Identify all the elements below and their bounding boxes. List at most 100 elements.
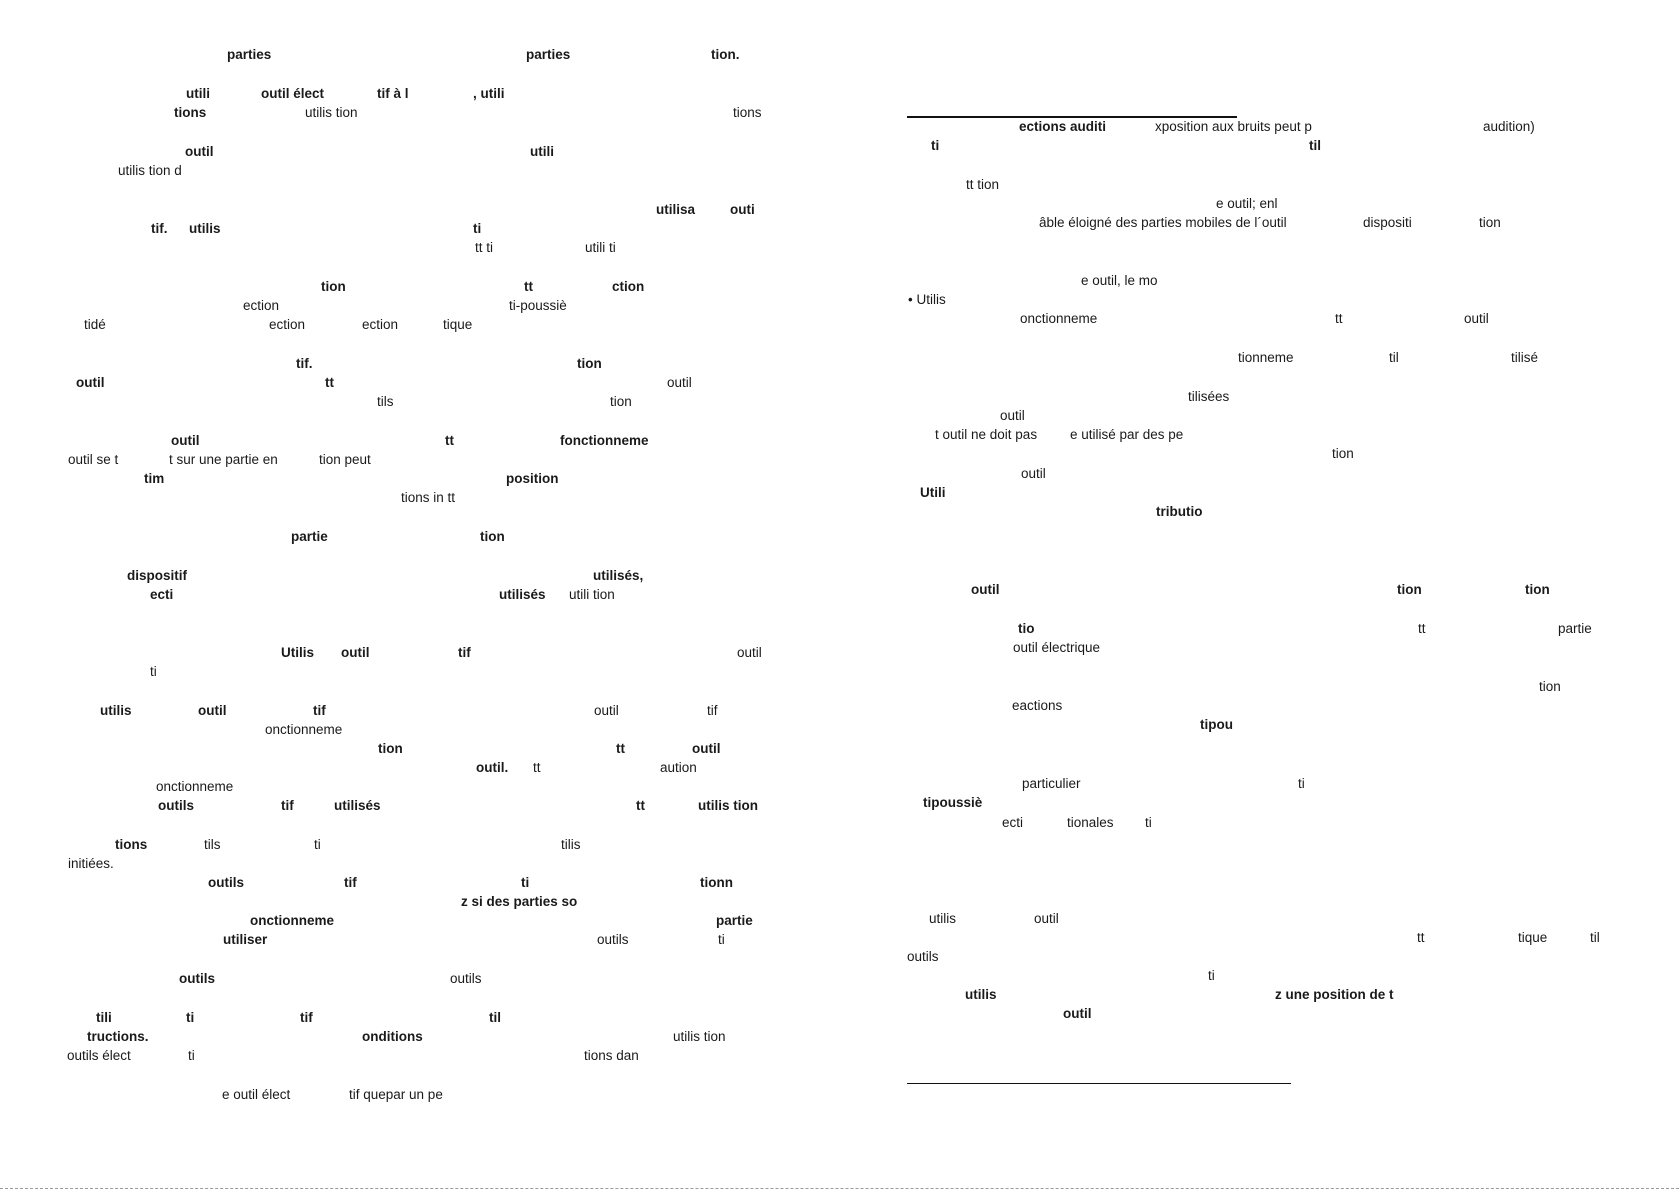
- left-text-fragment: utilisa: [656, 202, 696, 217]
- left-text-fragment: outil.: [476, 760, 509, 775]
- section-rule-top: [907, 116, 1237, 118]
- right-text-fragment: til: [1309, 138, 1321, 153]
- left-text-fragment: tif à l: [377, 86, 409, 101]
- right-text-fragment: tipoussiè: [923, 795, 983, 810]
- right-text-fragment: outil électrique: [1013, 640, 1101, 655]
- left-text-fragment: outil: [185, 144, 214, 159]
- right-text-fragment: tion: [1539, 679, 1561, 694]
- right-text-fragment: e outil; enl: [1216, 196, 1278, 211]
- right-text-fragment: tion: [1525, 582, 1550, 597]
- left-text-fragment: parties: [526, 47, 571, 62]
- right-text-fragment: tio: [1018, 621, 1035, 636]
- left-text-fragment: utilis tion: [698, 798, 758, 813]
- left-text-fragment: tif.: [296, 356, 313, 371]
- left-text-fragment: tions: [115, 837, 148, 852]
- right-text-fragment: ti: [1145, 815, 1152, 830]
- left-text-fragment: tion: [378, 741, 403, 756]
- left-text-fragment: utili: [186, 86, 210, 101]
- page-edge-dotted-line: [0, 1188, 1679, 1189]
- left-text-fragment: outil: [667, 375, 692, 390]
- right-text-fragment: tt: [1418, 621, 1426, 636]
- left-text-fragment: outils: [450, 971, 482, 986]
- left-text-fragment: tt: [616, 741, 625, 756]
- left-text-fragment: ti: [718, 932, 725, 947]
- right-text-fragment: dispositi: [1363, 215, 1412, 230]
- left-text-fragment: ti: [186, 1010, 195, 1025]
- left-text-fragment: utilis: [189, 221, 221, 236]
- left-text-fragment: ti: [521, 875, 530, 890]
- left-text-fragment: tt ti: [475, 240, 494, 255]
- left-text-fragment: tif.: [151, 221, 168, 236]
- right-text-fragment: tion: [1332, 446, 1354, 461]
- left-text-fragment: utilis tion d: [118, 163, 182, 178]
- left-text-fragment: tion peut: [319, 452, 371, 467]
- right-text-fragment: z une position de t: [1275, 987, 1394, 1002]
- right-text-fragment: tributio: [1156, 504, 1203, 519]
- left-text-fragment: onctionneme: [156, 779, 234, 794]
- left-text-fragment: dispositif: [127, 568, 187, 583]
- right-text-fragment: Utili: [920, 485, 946, 500]
- left-text-fragment: initiées.: [68, 856, 114, 871]
- left-text-fragment: tif: [313, 703, 326, 718]
- right-text-fragment: tt tion: [966, 177, 1000, 192]
- right-text-fragment: tipou: [1200, 717, 1233, 732]
- left-text-fragment: tt: [533, 760, 541, 775]
- left-text-fragment: outils: [597, 932, 629, 947]
- left-text-fragment: tionn: [700, 875, 733, 890]
- right-text-fragment: tionales: [1067, 815, 1114, 830]
- right-text-fragment: xposition aux bruits peut p: [1155, 119, 1312, 134]
- right-text-fragment: outil: [1034, 911, 1059, 926]
- left-text-fragment: tions: [733, 105, 762, 120]
- left-text-fragment: tils: [377, 394, 394, 409]
- right-text-fragment: onctionneme: [1020, 311, 1098, 326]
- left-text-fragment: outils: [158, 798, 194, 813]
- left-text-fragment: til: [489, 1010, 501, 1025]
- right-text-fragment: ecti: [1002, 815, 1024, 830]
- left-text-fragment: tif: [300, 1010, 313, 1025]
- left-text-fragment: outils: [208, 875, 244, 890]
- left-text-fragment: t sur une partie en: [169, 452, 278, 467]
- left-text-fragment: partie: [716, 913, 753, 928]
- left-text-fragment: utilis tion: [305, 105, 358, 120]
- right-text-fragment: eactions: [1012, 698, 1063, 713]
- right-text-fragment: • Utilis: [908, 292, 946, 307]
- left-text-fragment: tructions.: [87, 1029, 149, 1044]
- right-text-fragment: outil: [971, 582, 1000, 597]
- left-text-fragment: tions dan: [584, 1048, 639, 1063]
- left-text-fragment: ti-poussiè: [509, 298, 567, 313]
- left-text-fragment: outil: [594, 703, 619, 718]
- left-text-fragment: aution: [660, 760, 697, 775]
- left-text-fragment: tif: [344, 875, 357, 890]
- left-text-fragment: tidé: [84, 317, 106, 332]
- right-text-fragment: e outil, le mo: [1081, 273, 1158, 288]
- section-rule-bottom: [907, 1083, 1291, 1084]
- left-text-fragment: tili: [96, 1010, 112, 1025]
- left-text-fragment: utiliser: [223, 932, 268, 947]
- left-text-fragment: tt: [445, 433, 454, 448]
- left-text-fragment: tion: [577, 356, 602, 371]
- left-text-fragment: onctionneme: [265, 722, 343, 737]
- left-text-fragment: tique: [443, 317, 473, 332]
- left-text-fragment: tif quepar un pe: [349, 1087, 443, 1102]
- right-text-fragment: tt: [1335, 311, 1343, 326]
- right-text-fragment: âble éloigné des parties mobiles de l´ou…: [1039, 215, 1287, 230]
- right-text-fragment: tion: [1479, 215, 1501, 230]
- left-text-fragment: outil: [737, 645, 762, 660]
- right-text-fragment: til: [1590, 930, 1600, 945]
- left-text-fragment: tils: [204, 837, 221, 852]
- right-text-fragment: ti: [931, 138, 940, 153]
- left-text-fragment: outil: [76, 375, 105, 390]
- left-text-fragment: tt: [524, 279, 533, 294]
- right-text-fragment: audition): [1483, 119, 1535, 134]
- right-text-fragment: tt: [1417, 930, 1425, 945]
- left-text-fragment: tion: [321, 279, 346, 294]
- right-text-fragment: tilisées: [1188, 389, 1230, 404]
- left-text-fragment: tion: [610, 394, 632, 409]
- left-text-fragment: tif: [707, 703, 718, 718]
- left-text-fragment: tt: [325, 375, 334, 390]
- left-text-fragment: onditions: [362, 1029, 423, 1044]
- left-text-fragment: ti: [150, 664, 157, 679]
- left-text-fragment: tions in tt: [401, 490, 456, 505]
- left-text-fragment: ti: [314, 837, 321, 852]
